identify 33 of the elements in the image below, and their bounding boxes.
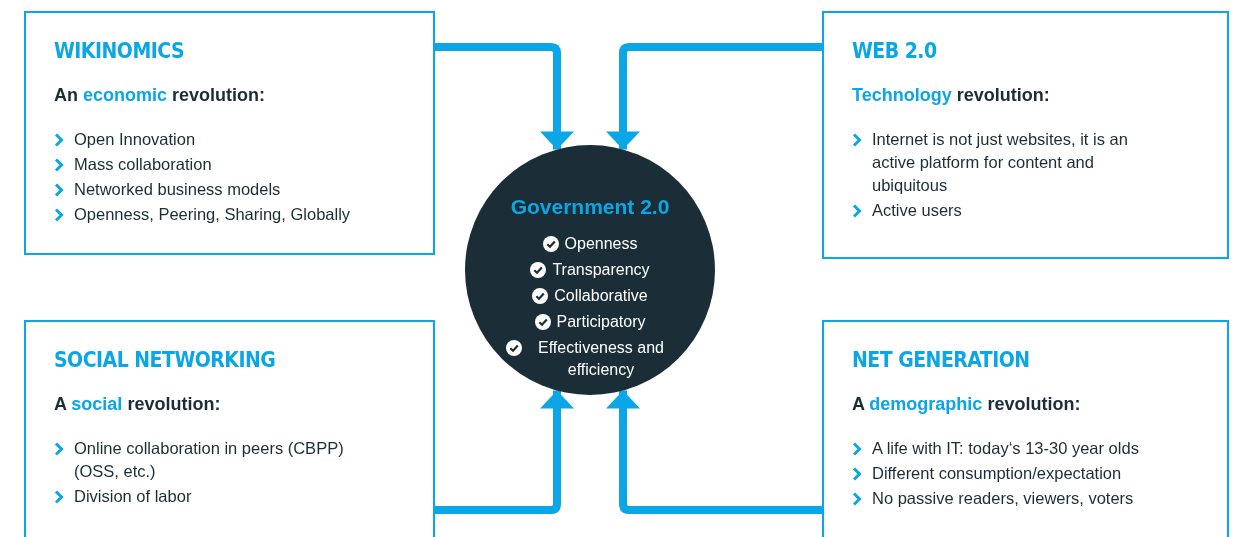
bullet-text: Open Innovation [74, 129, 196, 150]
info-box [822, 320, 1229, 537]
arrow [606, 390, 822, 514]
check-item-text: Openness [564, 234, 638, 254]
box-heading: SOCIAL NETWORKING [54, 347, 276, 374]
box-subheading: A demographic revolution: [852, 394, 1081, 415]
bullet-text: Active users [872, 200, 962, 221]
circle-title: Government 2.0 [510, 195, 670, 219]
bullet-text: Openness, Peering, Sharing, Globally [74, 204, 351, 225]
info-box [24, 11, 435, 255]
box-subheading: A social revolution: [54, 394, 221, 415]
bullet-text: Online collaboration in peers (CBPP) (OSS, etc.) [74, 438, 345, 482]
bullet-text: Division of labor [74, 486, 192, 507]
info-box [24, 320, 435, 537]
check-item-text: Participatory [556, 312, 646, 332]
box-heading: NET GENERATION [852, 347, 1030, 374]
box-heading: WIKINOMICS [54, 38, 185, 65]
check-item-text: Effectiveness and efficiency [537, 338, 665, 380]
box-heading: WEB 2.0 [852, 38, 937, 65]
bullet-text: No passive readers, viewers, voters [872, 488, 1134, 509]
bullet-text: Different consumption/expectation [872, 463, 1122, 484]
info-box [822, 11, 1229, 259]
bullet-text: Internet is not just websites, it is an active platform for content and ubiquitous [872, 129, 1129, 196]
check-item-text: Transparency [552, 260, 650, 280]
bullet-text: Networked business models [74, 179, 281, 200]
box-subheading: Technology revolution: [852, 85, 1050, 106]
box-subheading: An economic revolution: [54, 85, 266, 106]
arrow [435, 390, 574, 514]
arrow [606, 43, 822, 150]
bullet-text: Mass collaboration [74, 154, 212, 175]
check-item-text: Collaborative [554, 286, 648, 306]
bullet-text: A life with IT: today‘s 13-30 year olds [872, 438, 1139, 459]
arrow [435, 43, 574, 150]
